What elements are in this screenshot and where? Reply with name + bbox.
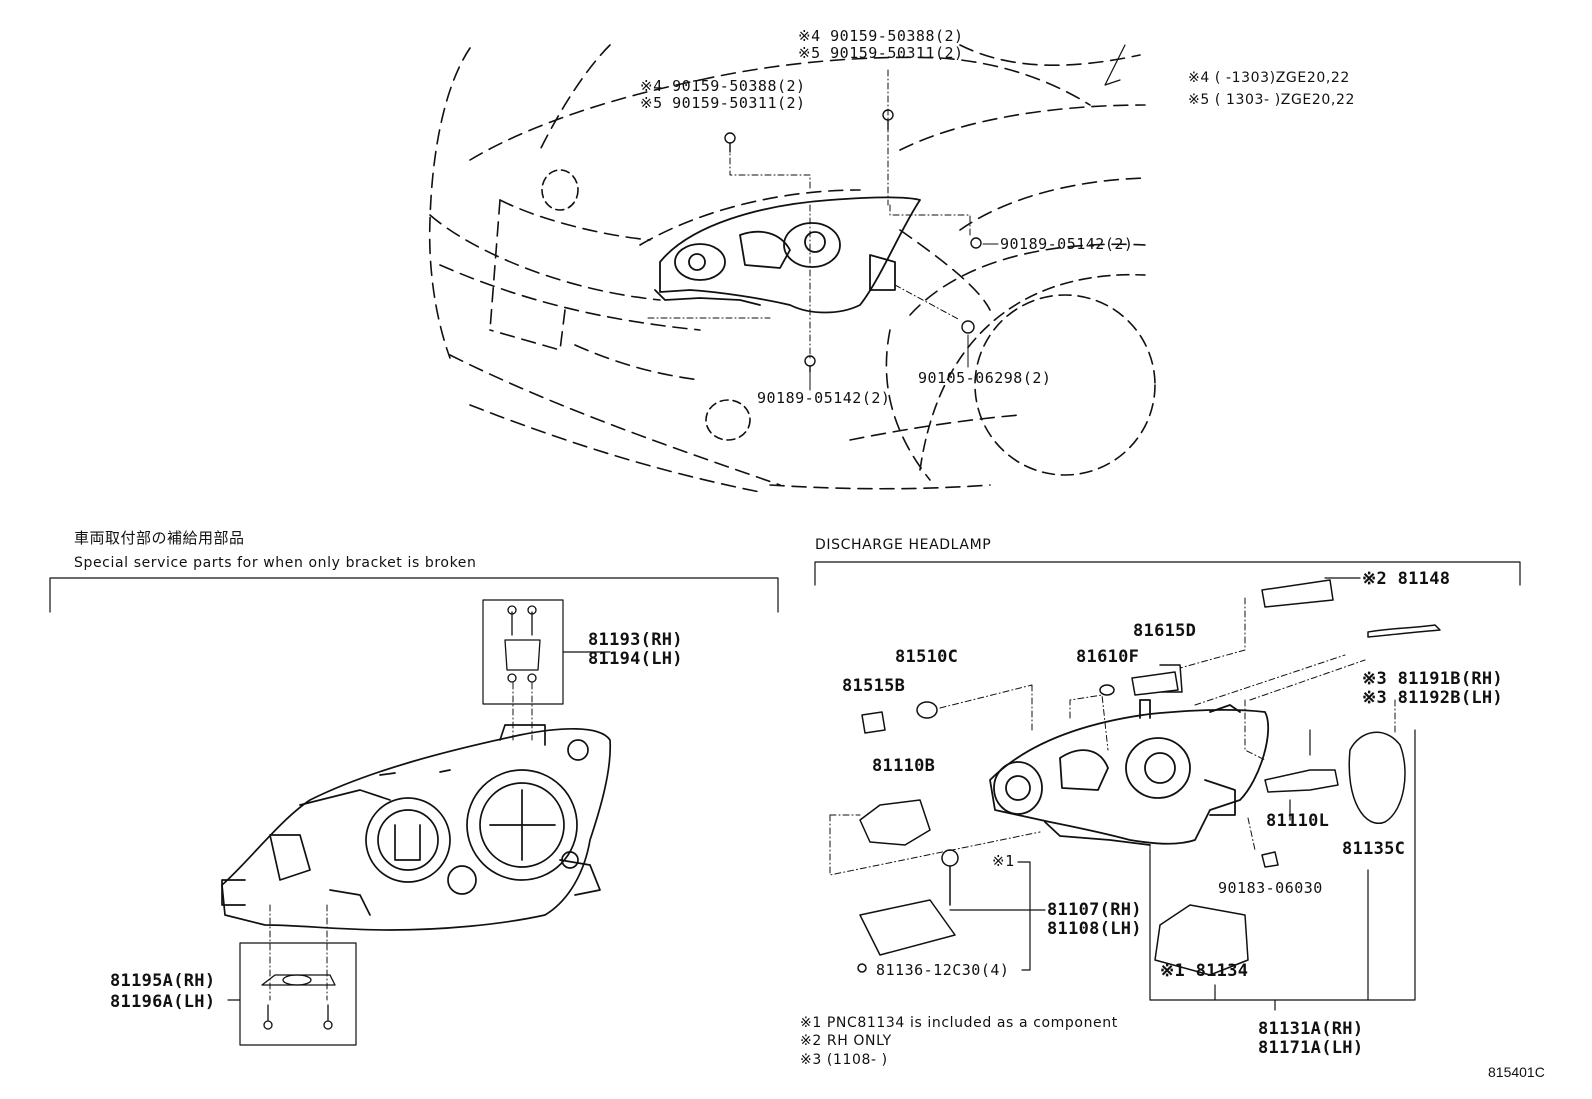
legend-line1: ※4 ( -1303)ZGE20,22	[1188, 70, 1350, 86]
legend-line2: ※5 ( 1303- )ZGE20,22	[1188, 92, 1355, 108]
part-81131a: 81131A(RH)	[1258, 1019, 1364, 1039]
part-81515b: 81515B	[842, 676, 906, 696]
hood-edge	[1104, 44, 1126, 86]
vehicle-body-outline	[428, 44, 1146, 493]
part-81135c: 81135C	[1342, 839, 1406, 859]
callout-top-line1: ※4 90159-50388(2)	[798, 27, 964, 45]
part-81134: ※1 81134	[1160, 961, 1249, 981]
bulb-81110b	[859, 799, 931, 846]
callout-leaders	[809, 243, 999, 391]
part-90189-right: 90189-05142(2)	[1000, 235, 1134, 253]
discharge-components	[857, 579, 1441, 976]
cap-81135c	[1348, 731, 1406, 824]
bulb-socket-81148	[1261, 579, 1334, 608]
bulb-81510c	[916, 701, 938, 719]
part-90105: 90105-06298(2)	[918, 369, 1052, 387]
discharge-headlamp-assembly	[989, 699, 1269, 846]
upper-bracket-drawing	[504, 605, 541, 683]
part-81148: ※2 81148	[1362, 569, 1451, 589]
part-90189-bottom: 90189-05142(2)	[757, 389, 891, 407]
vehicle-headlamp-assembly	[654, 196, 921, 314]
bulb-81610f	[1099, 684, 1115, 696]
callout-top-line2: ※5 90159-50311(2)	[798, 44, 964, 62]
bracket-leader-lines	[269, 682, 533, 1001]
part-81615d: 81615D	[1133, 621, 1197, 641]
ballast-connector	[941, 849, 959, 867]
note-1: ※1 PNC81134 is included as a component	[800, 1015, 1118, 1031]
part-81191b: ※3 81191B(RH)	[1362, 669, 1503, 689]
lower-bracket-drawing	[261, 974, 336, 1030]
discharge-title: DISCHARGE HEADLAMP	[815, 537, 992, 553]
lower-bracket-rh: 81195A(RH)	[110, 971, 216, 991]
upper-bracket-lh: 81194(LH)	[588, 649, 683, 669]
vehicle-leader-lines	[647, 69, 971, 361]
note-2: ※2 RH ONLY	[800, 1033, 892, 1049]
trim-strip-81191b	[1367, 624, 1441, 638]
headlamp-rear-view	[221, 724, 612, 931]
note-3: ※3 (1108- )	[800, 1052, 888, 1068]
callout-left-line1: ※4 90159-50388(2)	[640, 77, 806, 95]
bulb-81615d	[1131, 671, 1179, 696]
gasket-81134	[1154, 904, 1249, 976]
upper-bracket-rh: 81193(RH)	[588, 630, 683, 650]
mark-1: ※1	[992, 852, 1015, 870]
figure-reference: 815401C	[1488, 1064, 1545, 1080]
part-81510c: 81510C	[895, 647, 959, 667]
discharge-section-frame	[814, 561, 1521, 1011]
bracket-title-jp: 車両取付部の補給用部品	[74, 529, 245, 547]
vehicle-fasteners	[724, 109, 982, 373]
part-81110l: 81110L	[1266, 811, 1330, 831]
part-81171a: 81171A(LH)	[1258, 1038, 1364, 1058]
part-81136: 81136-12C30(4)	[876, 961, 1010, 979]
bracket-section-frame	[49, 577, 779, 1046]
part-81108: 81108(LH)	[1047, 919, 1142, 939]
lower-bracket-lh: 81196A(LH)	[110, 992, 216, 1012]
wheel-arch	[919, 273, 1156, 476]
part-81107: 81107(RH)	[1047, 900, 1142, 920]
part-90183: 90183-06030	[1218, 879, 1323, 897]
screw-90183	[1261, 851, 1279, 868]
part-81610f: 81610F	[1076, 647, 1140, 667]
bracket-title-en: Special service parts for when only brac…	[74, 555, 477, 571]
ballast-81107	[859, 899, 956, 956]
callout-left-line2: ※5 90159-50311(2)	[640, 94, 806, 112]
discharge-leader-lines	[829, 597, 1396, 876]
socket-81515b	[861, 711, 886, 734]
bulb-81110l	[1264, 769, 1339, 793]
fog-lamp-outline	[541, 169, 751, 441]
part-81192b: ※3 81192B(LH)	[1362, 688, 1503, 708]
part-81110b: 81110B	[872, 756, 936, 776]
